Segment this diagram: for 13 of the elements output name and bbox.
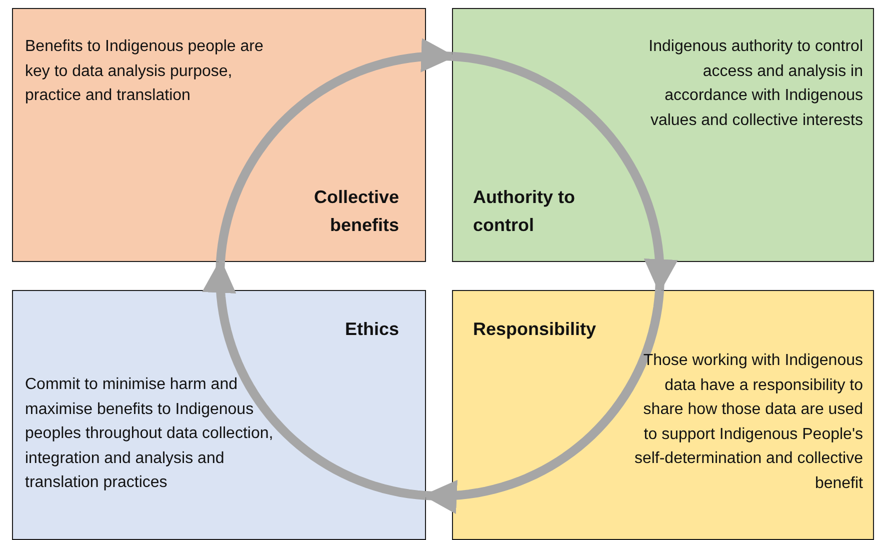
- description-text: Those working with Indigenous data have a responsibility to share how those data are used to support Indigenous People's self-determination and collective benefit: [633, 351, 863, 494]
- description-text: Commit to minimise harm and maximise benefits to Indigenous peoples throughout data collection, integration and analysis and translation practices: [25, 375, 274, 493]
- description-text: Indigenous authority to control access and analysis in accordance with Indigenous values and collective interests: [648, 37, 863, 130]
- heading: Collective benefits: [312, 186, 399, 237]
- quadrant-panel: [452, 8, 874, 262]
- curved-arrow: [202, 258, 426, 500]
- quadrant-panel: [12, 290, 426, 540]
- heading: Ethics: [344, 318, 399, 341]
- heading: Authority to control: [473, 186, 576, 237]
- quadrant-panel: [452, 290, 874, 540]
- heading: Responsibility: [473, 318, 598, 341]
- description-text: Benefits to Indigenous people are key to data analysis purpose, practice and translation: [25, 37, 264, 106]
- quadrant-panel: [12, 8, 426, 262]
